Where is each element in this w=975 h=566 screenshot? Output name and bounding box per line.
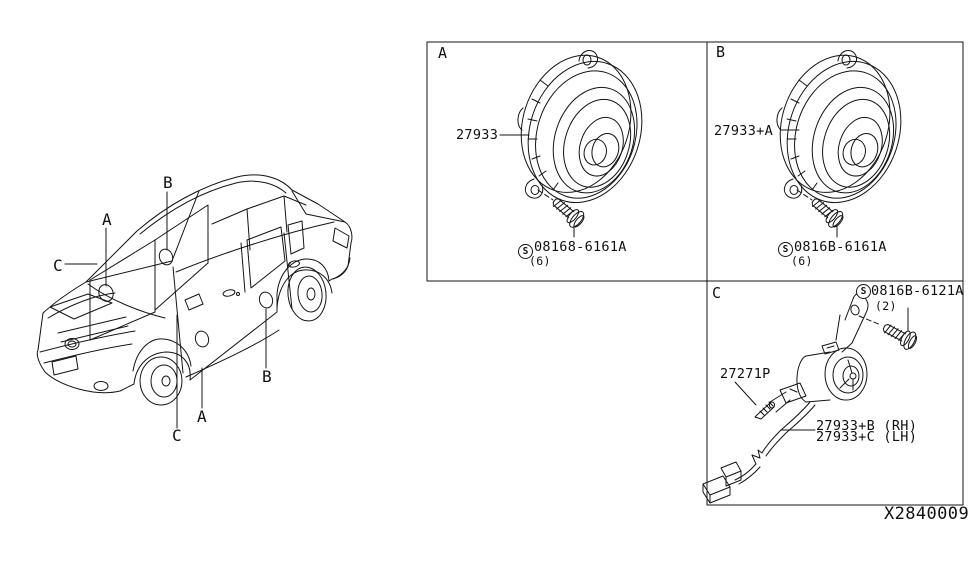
car-callout-lines — [64, 191, 267, 429]
panel-a-screw-part-number: 08168-6161A — [534, 239, 627, 255]
speaker-location-b-rear — [258, 291, 274, 309]
clip-leader-line — [734, 381, 757, 406]
panel-a-illustration — [499, 40, 661, 238]
door-trim-panel-upper — [154, 204, 209, 311]
panel-b-screw-symbol: S — [778, 242, 793, 257]
panel-c-speaker-part-rh: 27933+B (RH) — [816, 418, 918, 434]
panel-c-speaker-part-lh: 27933+C (LH) — [816, 429, 918, 445]
panel-a-screw-symbol: S — [518, 244, 533, 259]
screw-drawing — [876, 312, 923, 358]
car-callout-c-left: C — [53, 256, 63, 275]
panel-b-screw-qty: (6) — [791, 254, 813, 268]
rear-door-speaker-drawing — [760, 40, 920, 218]
panel-a-label: A — [438, 44, 448, 62]
speaker-location-b-front — [158, 248, 174, 266]
panel-c-clip-part-number: 27271P — [720, 366, 771, 382]
car-callout-a-bottom: A — [197, 407, 207, 426]
panel-c-illustration — [702, 292, 923, 504]
panel-b-label: B — [716, 43, 726, 61]
front-door-speaker-drawing — [501, 40, 661, 218]
car-illustration — [36, 174, 353, 406]
car-callout-b-top: B — [163, 173, 173, 192]
panel-c-screw-symbol: S — [856, 284, 871, 299]
speaker-location-a-door — [194, 330, 210, 348]
panel-c-screw-qty: (2) — [875, 299, 897, 313]
car-callout-b-bottom: B — [262, 367, 272, 386]
car-callout-c-bottom: C — [172, 426, 182, 445]
car-callout-a-top: A — [102, 210, 112, 229]
panel-b-illustration — [760, 40, 920, 238]
panel-frames — [426, 41, 964, 506]
speaker-location-a — [98, 284, 114, 302]
panel-a-part-number: 27933 — [456, 127, 499, 143]
diagram-code: X2840009 — [884, 504, 970, 524]
door-mirror — [184, 293, 204, 311]
panel-c-label: C — [712, 284, 722, 302]
panel-a-screw-qty: (6) — [529, 254, 551, 268]
panel-b-screw-part-number: 0816B-6161A — [794, 239, 887, 255]
panel-b-part-number: 27933+A — [714, 123, 773, 139]
screw-drawing — [806, 192, 847, 231]
panel-c-box — [706, 280, 964, 506]
panel-c-screw-part-number: 0816B-6121A — [871, 283, 964, 299]
screw-drawing — [547, 192, 588, 231]
door-trim-panel-front — [89, 239, 156, 341]
